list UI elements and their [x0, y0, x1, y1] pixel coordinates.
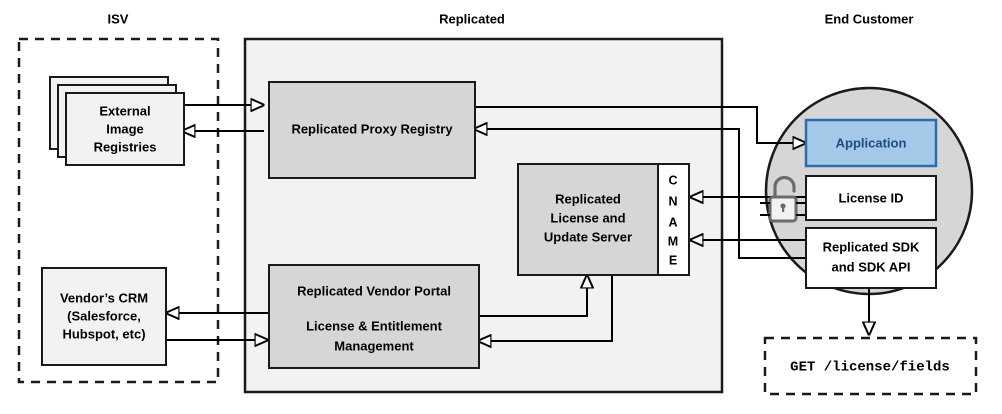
- license-server-label-line3: Update Server: [544, 229, 632, 244]
- sdk-box: [805, 227, 937, 289]
- node-vendor-crm[interactable]: Vendor’s CRM (Salesforce, Hubspot, etc): [41, 267, 167, 366]
- cname-letter-c: C: [668, 173, 677, 187]
- application-box: [804, 118, 938, 168]
- unlock-padlock-icon: [760, 175, 806, 223]
- connector-proxy-to-application: [474, 106, 806, 143]
- external-registries-label-line3: Registries: [94, 139, 157, 154]
- cname-letter-m: M: [668, 234, 678, 248]
- license-server-label-line1: Replicated: [555, 191, 621, 206]
- cname-box: [657, 163, 690, 276]
- node-replicated-proxy-registry[interactable]: Replicated Proxy Registry: [268, 81, 476, 179]
- cname-letter-e: E: [669, 253, 677, 267]
- vendor-crm-label-line3: Hubspot, etc): [62, 326, 145, 341]
- connector-sdk-to-proxy: [474, 129, 806, 259]
- vendor-portal-label-line1: Replicated Vendor Portal: [297, 283, 451, 298]
- license-id-label: License ID: [838, 190, 903, 205]
- cname-letter-n: N: [668, 194, 677, 208]
- vendor-crm-label-line1: Vendor’s CRM: [60, 290, 148, 305]
- proxy-registry-label: Replicated Proxy Registry: [291, 121, 453, 136]
- node-api-call[interactable]: GET /license/fields: [763, 336, 978, 396]
- connector-portal-to-license-server: [478, 275, 587, 317]
- zone-title-isv: ISV: [108, 11, 129, 26]
- sdk-label-line1: Replicated SDK: [823, 239, 920, 254]
- application-label: Application: [836, 135, 907, 150]
- zone-title-end-customer: End Customer: [825, 11, 914, 26]
- node-application[interactable]: Application: [804, 118, 938, 168]
- api-call-box: [763, 336, 978, 396]
- node-replicated-license-update-server[interactable]: Replicated License and Update Server: [517, 163, 659, 276]
- zone-boundary-isv: [17, 37, 220, 384]
- sdk-label-line2: and SDK API: [832, 259, 911, 274]
- node-replicated-sdk[interactable]: Replicated SDK and SDK API: [805, 227, 937, 289]
- api-call-label: GET /license/fields: [790, 360, 950, 376]
- connector-license-server-to-portal: [478, 275, 613, 341]
- node-license-id[interactable]: License ID: [805, 175, 937, 221]
- vendor-crm-label-line2: (Salesforce,: [67, 308, 141, 323]
- registry-stack-front: [65, 92, 185, 166]
- node-replicated-vendor-portal[interactable]: Replicated Vendor Portal License & Entit…: [268, 264, 480, 369]
- external-registries-label-line1: External: [99, 103, 150, 118]
- license-id-box: [805, 175, 937, 221]
- proxy-registry-box: [268, 81, 476, 179]
- license-server-label-line2: License and: [550, 210, 625, 225]
- vendor-portal-label-line2: License & Entitlement: [306, 318, 442, 333]
- external-registries-label-line2: Image: [106, 121, 144, 136]
- vendor-portal-box: [268, 264, 480, 369]
- vendor-portal-label-line3: Management: [334, 338, 414, 353]
- vendor-crm-box: [41, 267, 167, 366]
- cname-letter-a: A: [668, 215, 677, 229]
- zone-title-replicated: Replicated: [439, 11, 505, 26]
- node-cname-strip[interactable]: C N A M E: [657, 163, 690, 276]
- node-external-image-registries[interactable]: External Image Registries: [49, 76, 185, 166]
